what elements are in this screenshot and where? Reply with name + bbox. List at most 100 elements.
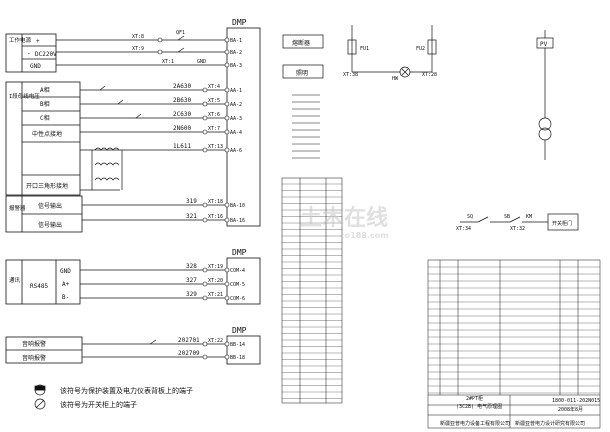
power-gnd: GND <box>30 63 41 70</box>
terminal-strip <box>281 177 343 404</box>
pin-com-5: COM-5 <box>230 282 245 288</box>
lighting-box-label: 照明 <box>296 70 308 77</box>
vt-neutral: 中性点接地 <box>32 130 62 138</box>
pin-aa-2: AA-2 <box>230 102 242 108</box>
term-xt19: XT:19 <box>208 264 223 270</box>
vt-box <box>5 81 81 196</box>
sb-label: SB <box>504 214 510 220</box>
fuse-box-label: 熔断器 <box>292 39 310 47</box>
audible-alarm-1: 音响报警 <box>22 340 46 348</box>
lamp-group-label: 报警器 <box>9 204 26 212</box>
dmp-label-3: DMP <box>232 326 247 335</box>
wire-2a630: 2A630 <box>173 83 191 90</box>
comm-a: A+ <box>62 281 70 288</box>
title-block <box>428 394 600 428</box>
legend-symbols <box>34 384 46 410</box>
comm-group-label: 通讯 <box>9 276 21 284</box>
term-xt6: XT:6 <box>208 112 220 118</box>
company-1: 新疆亚普电力设备工程有限公司 <box>440 420 510 427</box>
footnote-1: 该符号为保护装置及电力仪表背板上的端子 <box>60 386 193 395</box>
pin-com-6: COM-6 <box>230 296 245 302</box>
pv-label: PV <box>540 41 548 48</box>
pin-aa-3: AA-3 <box>230 116 242 122</box>
wire-328: 328 <box>186 263 197 270</box>
watermark-logo: 土木在线 <box>300 205 388 231</box>
comm-gnd: GND <box>60 268 71 275</box>
term-xt5: XT:5 <box>208 98 220 104</box>
term-xt34: XT:34 <box>456 226 471 232</box>
dmp-block-2 <box>226 257 261 305</box>
bom-table-rows <box>428 266 600 394</box>
wire-lines <box>56 35 227 358</box>
wire-327: 327 <box>186 277 197 284</box>
power-voltage: DC220V <box>35 51 57 58</box>
drawing-title: 2#PT柜 <box>466 395 483 402</box>
comm-b: B- <box>62 294 69 301</box>
door-switch-circuit <box>460 213 579 231</box>
cabinet-label: 开关柜门 <box>552 220 572 227</box>
term-xt28: XT:28 <box>422 72 437 78</box>
term-xt9: XT:9 <box>132 46 144 52</box>
dmp-label-1: DMP <box>232 18 247 27</box>
comm-port: RS485 <box>30 283 48 290</box>
wire-319: 319 <box>186 198 197 205</box>
term-xt21: XT:21 <box>208 292 223 298</box>
pin-ba-1: BA-1 <box>230 38 242 44</box>
term-xt13: XT:13 <box>208 144 223 150</box>
audible-alarm-2: 音响报警 <box>22 354 46 362</box>
pin-ba-3: BA-3 <box>230 63 242 69</box>
dmp-block-3 <box>226 335 261 365</box>
wire-321: 321 <box>186 213 197 220</box>
power-minus: - <box>27 50 31 57</box>
drawing-subtitle: (3C2B) 电气原理图 <box>456 403 502 410</box>
term-xt32: XT:32 <box>510 226 525 232</box>
alarm-lamp-box <box>5 195 83 233</box>
vt-phase-c: C相 <box>40 114 50 122</box>
vt-group-label: I段母线电压 <box>9 92 40 100</box>
term-xt38: XT:38 <box>343 72 358 78</box>
hw-label: HW <box>392 76 399 82</box>
comm-box <box>5 259 81 305</box>
company-2: 新疆亚普电力设计研究有限公司 <box>515 420 585 427</box>
drawing-number: 1800-011-202N015 <box>552 398 600 404</box>
wire-1l611: 1L611 <box>173 143 191 150</box>
wire-202709: 202709 <box>178 350 200 357</box>
audible-alarm-box <box>5 336 83 364</box>
pin-aa-1: AA-1 <box>230 88 242 94</box>
pin-bb-18: BB-18 <box>230 355 245 361</box>
dmp-label-2: DMP <box>232 248 247 257</box>
fu1-label: FU1 <box>360 46 369 52</box>
drawing-date: 2008年8月 <box>558 406 583 413</box>
terminal-circles <box>157 37 230 360</box>
power-plus: + <box>36 38 40 45</box>
power-supply-box <box>5 33 57 73</box>
dmp-block-1 <box>226 27 261 227</box>
term-qf1: QF1 <box>176 30 185 36</box>
pin-ba-10: BA-10 <box>230 203 245 209</box>
term-xt18: XT:18 <box>208 199 223 205</box>
vt-phase-a: A相 <box>40 86 50 94</box>
sq-label: SQ <box>467 214 473 220</box>
term-xt1: XT:1 <box>162 59 174 65</box>
fu2-label: FU2 <box>416 46 425 52</box>
wire-202701: 202701 <box>178 337 200 344</box>
term-xt16: XT:16 <box>208 214 223 220</box>
wire-2b630: 2B630 <box>173 97 191 104</box>
pin-com-4: COM-4 <box>230 268 245 274</box>
wire-329: 329 <box>186 291 197 298</box>
term-xt22: XT:22 <box>208 338 223 344</box>
lamp-signal-2: 信号输出 <box>38 221 62 229</box>
power-group-label: 工作电源 <box>9 36 32 44</box>
term-xt8: XT:8 <box>132 34 144 40</box>
strip-dashes <box>292 94 320 159</box>
pin-bb-14: BB-14 <box>230 342 245 348</box>
term-gnd: GND <box>197 59 206 65</box>
vt-open-delta: 开口三角形接地 <box>26 182 68 190</box>
wire-2n600: 2N600 <box>173 125 191 132</box>
watermark-domain: co188.com <box>340 231 389 240</box>
pin-ba-2: BA-2 <box>230 50 242 56</box>
footnote-2: 该符号为开关柜上的端子 <box>60 400 137 409</box>
terminal-strip-rows <box>282 183 342 399</box>
lamp-signal-1: 信号输出 <box>38 202 62 210</box>
